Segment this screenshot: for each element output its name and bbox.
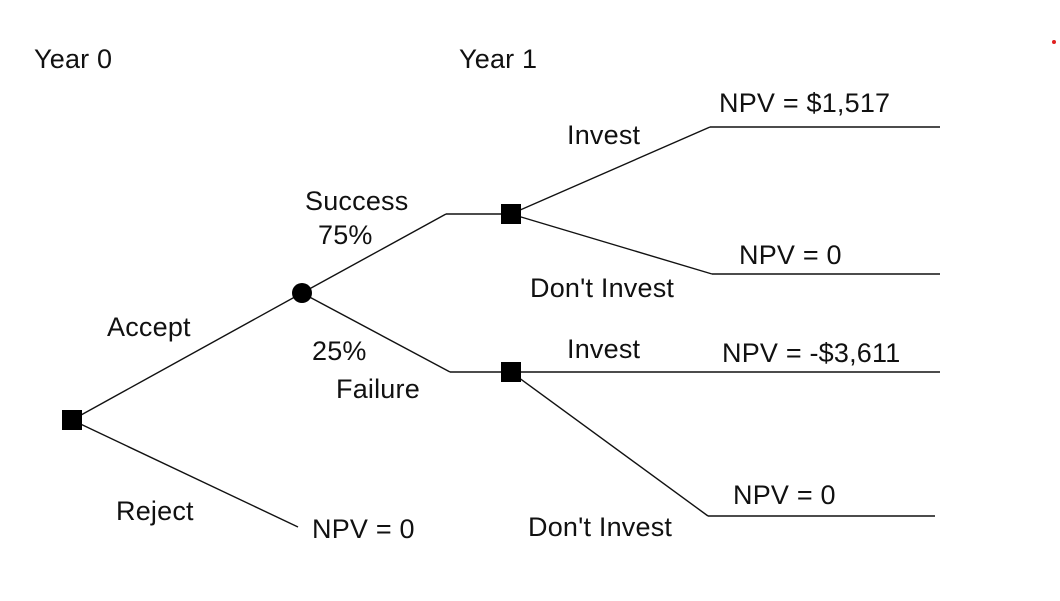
failure-dont-invest-line bbox=[510, 371, 709, 517]
accept-branch-line bbox=[71, 292, 303, 421]
success-decision-node bbox=[501, 204, 521, 224]
failure-invest-label: Invest bbox=[567, 334, 641, 364]
success-dont-invest-label: Don't Invest bbox=[530, 273, 675, 303]
chance-node bbox=[292, 283, 312, 303]
failure-dont-invest-npv-label: NPV = 0 bbox=[733, 480, 836, 510]
year-0-header: Year 0 bbox=[34, 44, 113, 74]
success-invest-npv-label: NPV = $1,517 bbox=[719, 88, 891, 118]
failure-invest-npv-label: NPV = -$3,611 bbox=[722, 338, 901, 368]
success-dont-invest-npv-label: NPV = 0 bbox=[739, 240, 842, 270]
success-probability: 75% bbox=[318, 220, 373, 250]
success-invest-line bbox=[510, 126, 711, 215]
failure-branch-line bbox=[301, 292, 451, 373]
success-label: Success bbox=[305, 186, 409, 216]
accept-label: Accept bbox=[107, 312, 191, 342]
failure-decision-node bbox=[501, 362, 521, 382]
reject-branch-line bbox=[71, 419, 299, 528]
failure-label: Failure bbox=[336, 374, 420, 404]
red-marker-dot bbox=[1052, 40, 1056, 44]
reject-npv-label: NPV = 0 bbox=[312, 514, 415, 544]
failure-probability: 25% bbox=[312, 336, 367, 366]
root-decision-node bbox=[62, 410, 82, 430]
success-invest-label: Invest bbox=[567, 120, 641, 150]
year-1-header: Year 1 bbox=[459, 44, 538, 74]
success-branch-line bbox=[301, 213, 447, 294]
reject-label: Reject bbox=[116, 496, 194, 526]
success-dont-invest-line bbox=[510, 213, 713, 275]
failure-dont-invest-label: Don't Invest bbox=[528, 512, 673, 542]
